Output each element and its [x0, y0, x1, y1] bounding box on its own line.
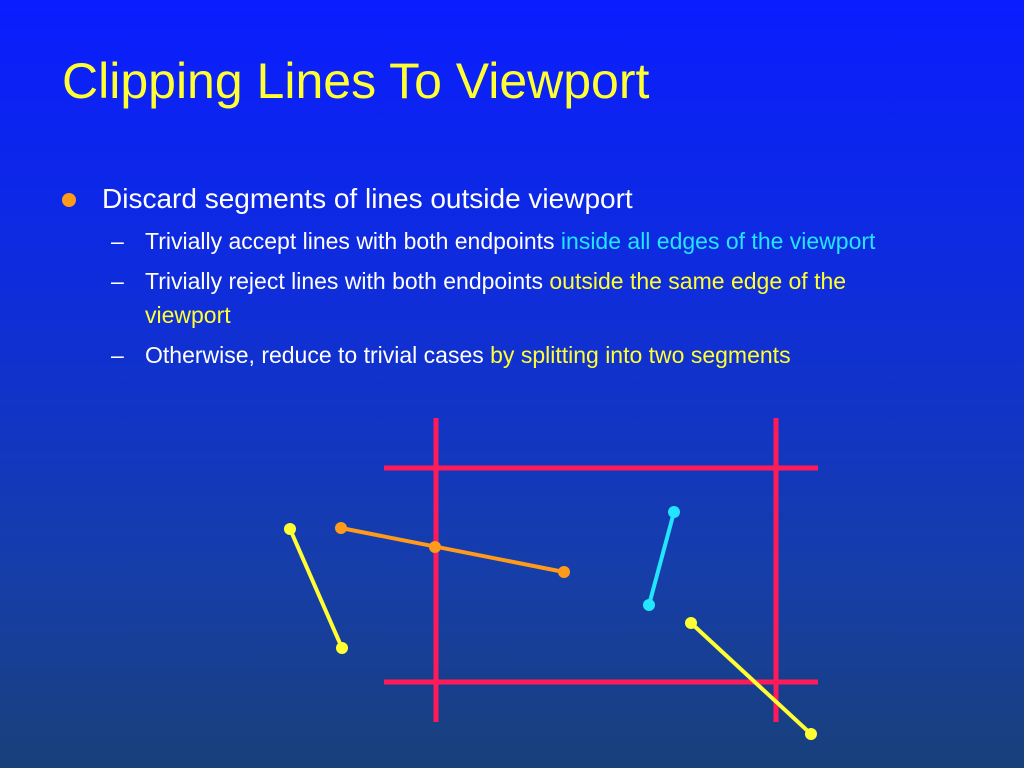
sub-item-accept: – Trivially accept lines with both endpo… — [102, 224, 905, 258]
endpoint — [284, 523, 296, 535]
yellow-line-left — [284, 523, 348, 654]
sub-list: – Trivially accept lines with both endpo… — [102, 224, 922, 372]
dash-icon: – — [111, 228, 124, 254]
bullet-dot-icon — [62, 193, 76, 207]
sub-item-text: Trivially reject lines with both endpoin… — [145, 268, 550, 294]
bullet-text: Discard segments of lines outside viewpo… — [102, 183, 633, 214]
sub-item-split: – Otherwise, reduce to trivial cases by … — [102, 338, 905, 372]
endpoint — [643, 599, 655, 611]
sub-item-highlight: inside all edges of the viewport — [560, 228, 876, 254]
dash-icon: – — [111, 342, 124, 368]
cyan-line-inside — [643, 506, 680, 611]
yellow-line-bottom-right — [685, 617, 817, 740]
sub-item-text: Trivially accept lines with both endpoin… — [145, 228, 561, 254]
bullet-item: Discard segments of lines outside viewpo… — [62, 180, 922, 218]
slide-title: Clipping Lines To Viewport — [62, 53, 650, 109]
intersection-point — [429, 541, 441, 553]
endpoint — [335, 522, 347, 534]
orange-line-split — [335, 522, 570, 578]
endpoint — [685, 617, 697, 629]
sub-item-reject: – Trivially reject lines with both endpo… — [102, 264, 905, 332]
sub-item-highlight: by splitting into two segments — [490, 342, 791, 368]
bullet-list: Discard segments of lines outside viewpo… — [62, 180, 922, 378]
dash-icon: – — [111, 268, 124, 294]
endpoint — [668, 506, 680, 518]
endpoint — [805, 728, 817, 740]
endpoint — [336, 642, 348, 654]
sub-item-highlight: outside the same edge of the viewport — [145, 268, 847, 328]
sub-item-text: Otherwise, reduce to trivial cases — [145, 342, 491, 368]
endpoint — [558, 566, 570, 578]
